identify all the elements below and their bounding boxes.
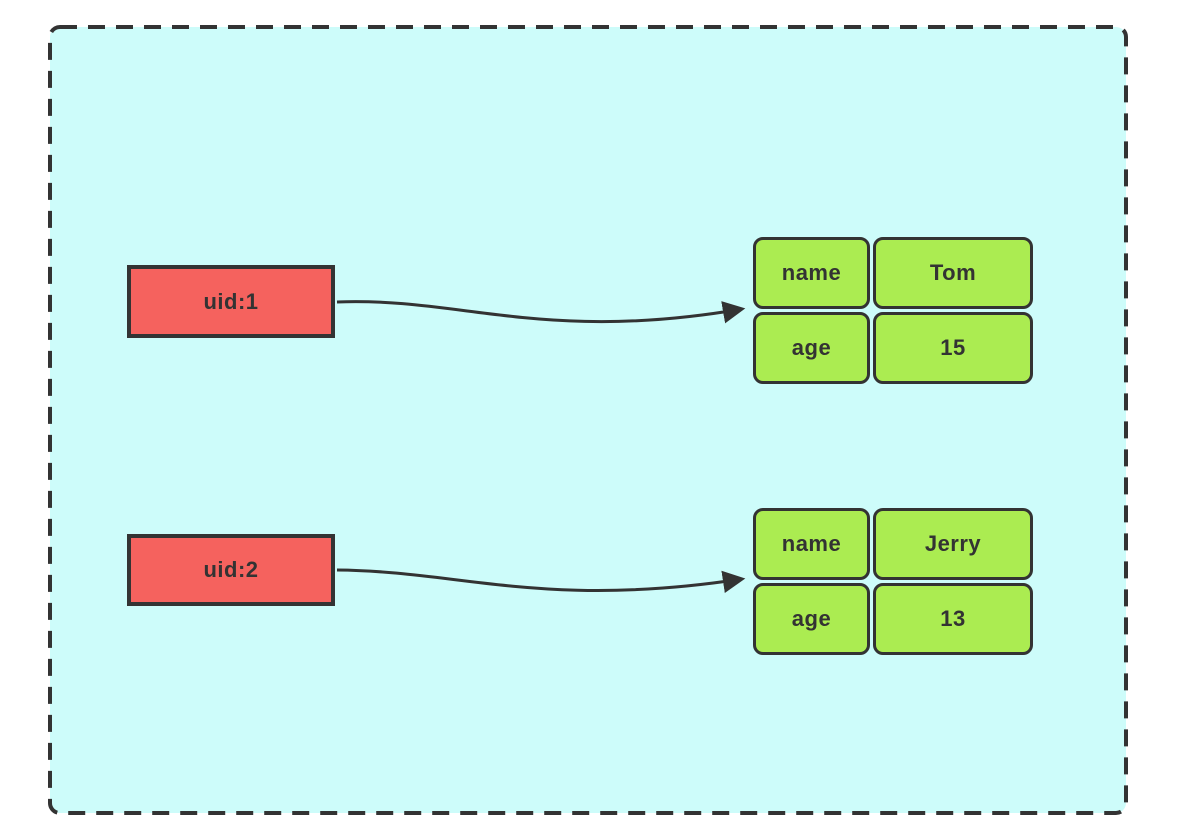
node-uid-1-label: uid:1: [203, 288, 259, 314]
cell-label: Tom: [929, 260, 977, 285]
arrow-uid1-to-tom: [336, 300, 746, 324]
table-cell-key: age: [753, 312, 870, 384]
table-cell-value: 13: [873, 583, 1033, 655]
record-table-tom: name Tom age 15: [753, 237, 1033, 384]
node-uid-1: uid:1: [127, 265, 335, 338]
table-cell-key: name: [753, 237, 870, 309]
cell-label: age: [791, 606, 832, 631]
node-uid-2-label: uid:2: [203, 557, 259, 582]
cell-label: name: [781, 531, 842, 556]
cell-label: 15: [940, 335, 966, 360]
table-cell-value: Tom: [873, 237, 1033, 309]
table-cell-key: name: [753, 508, 870, 580]
table-cell-value: 15: [873, 312, 1033, 384]
table-cell-value: Jerry: [873, 508, 1033, 580]
record-table-jerry: name Jerry age 13: [753, 508, 1033, 655]
node-uid-2: uid:2: [127, 534, 335, 606]
dashed-boundary: [48, 25, 1128, 815]
cell-label: Jerry: [924, 531, 982, 556]
cell-label: 13: [940, 606, 966, 631]
cell-label: name: [781, 260, 842, 285]
table-cell-key: age: [753, 583, 870, 655]
cell-label: age: [791, 335, 832, 360]
arrow-uid2-to-jerry: [336, 568, 746, 593]
